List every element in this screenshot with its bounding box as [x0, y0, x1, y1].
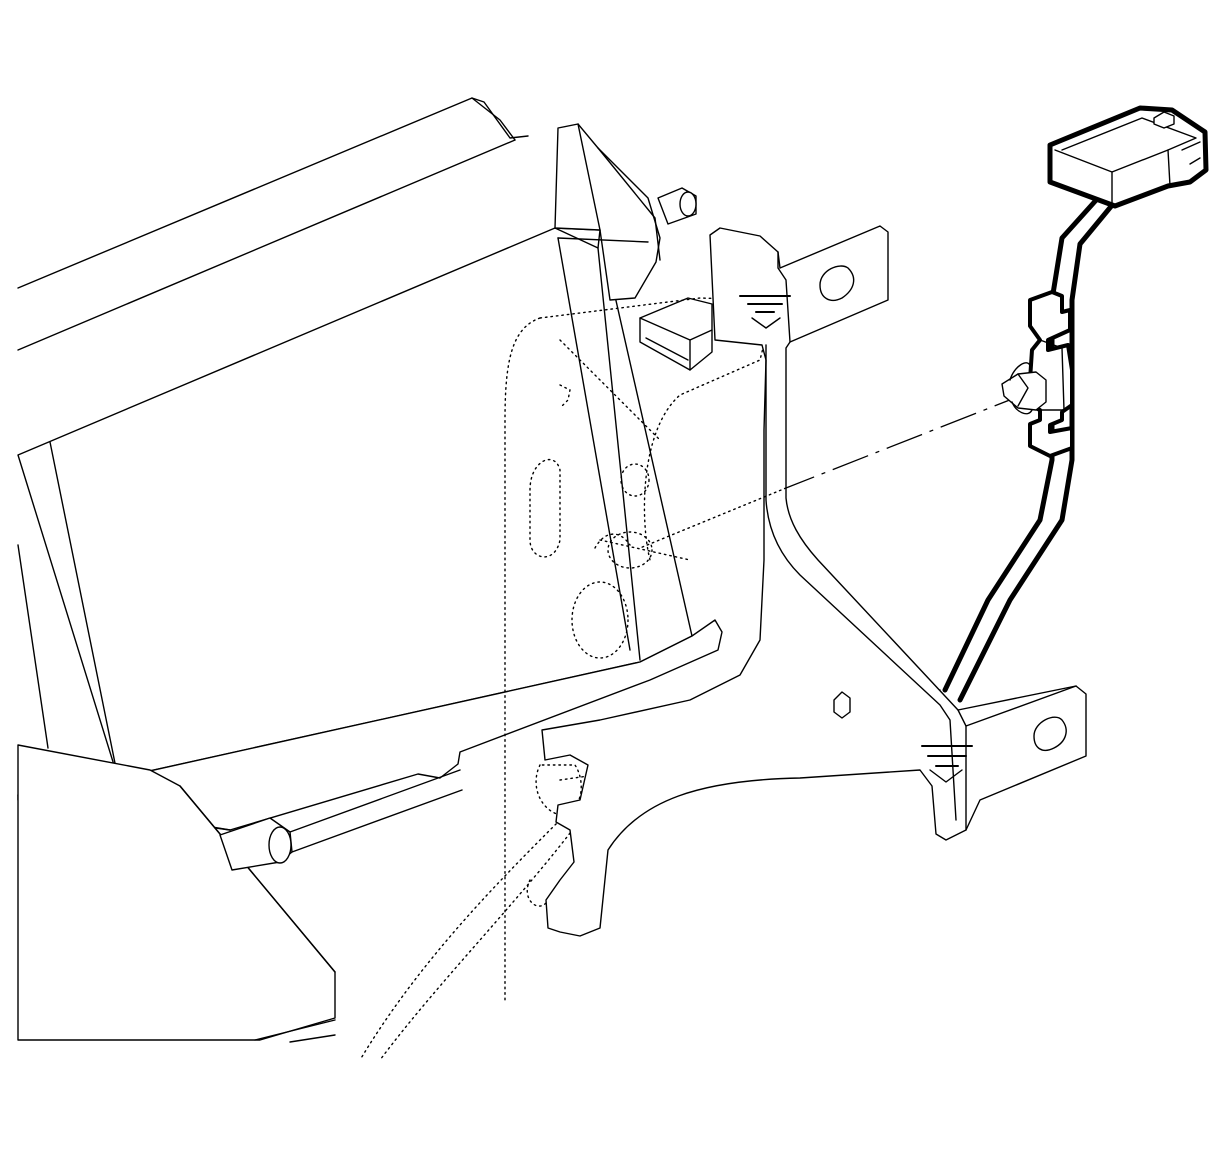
- push-pin-retainer: [1001, 362, 1047, 415]
- mounting-bracket: [541, 225, 1087, 937]
- housing-assembly: [17, 97, 723, 1043]
- ground-symbol: [739, 295, 973, 783]
- small-connector: [639, 297, 713, 371]
- wiring-harness-connector: [942, 105, 1209, 703]
- assembly-centerline: [639, 391, 1031, 549]
